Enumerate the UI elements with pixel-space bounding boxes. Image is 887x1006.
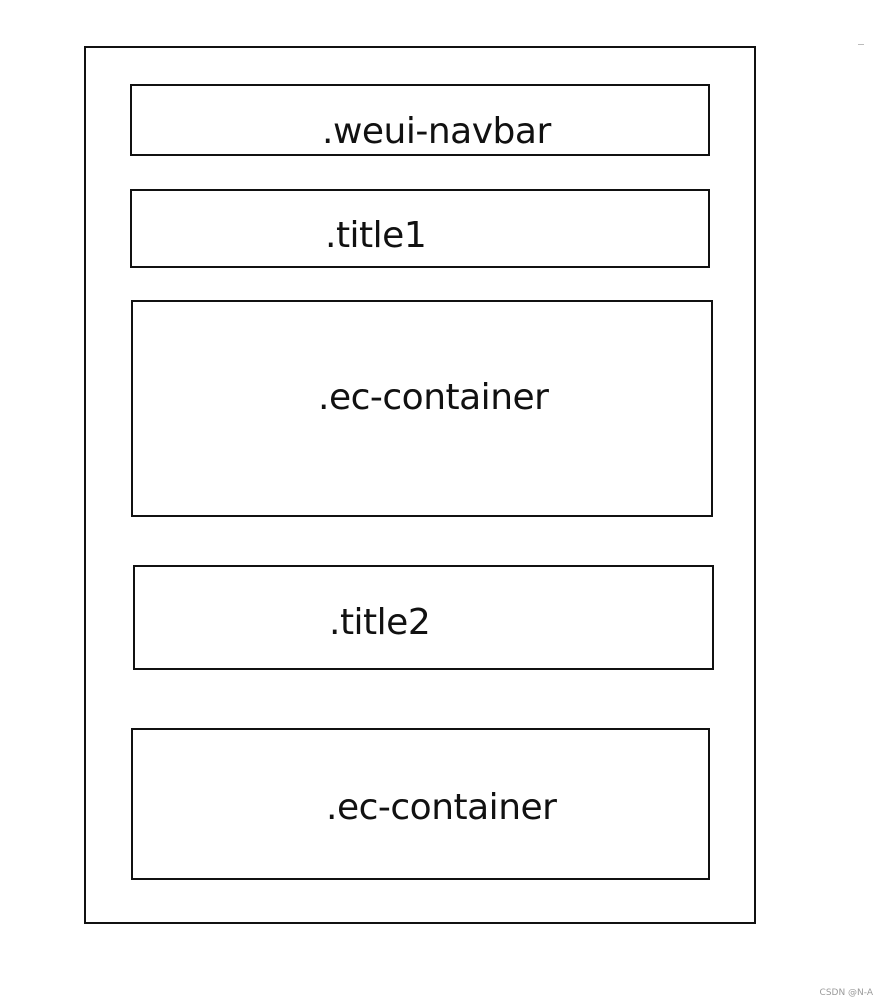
ec-container-box-1: [131, 300, 713, 517]
title2-box: [133, 565, 714, 670]
title2-label: .title2: [329, 602, 431, 643]
page-frame: [84, 46, 756, 924]
ec-container-box-2: [131, 728, 710, 880]
title1-box: [130, 189, 710, 268]
navbar-box: [130, 84, 710, 156]
ec-container-label-2: .ec-container: [326, 787, 557, 828]
title1-label: .title1: [325, 215, 427, 256]
ec-container-label-1: .ec-container: [318, 377, 549, 418]
navbar-label: .weui-navbar: [322, 111, 551, 152]
corner-mark: [858, 44, 864, 45]
watermark-text: CSDN @N-A: [819, 988, 873, 998]
